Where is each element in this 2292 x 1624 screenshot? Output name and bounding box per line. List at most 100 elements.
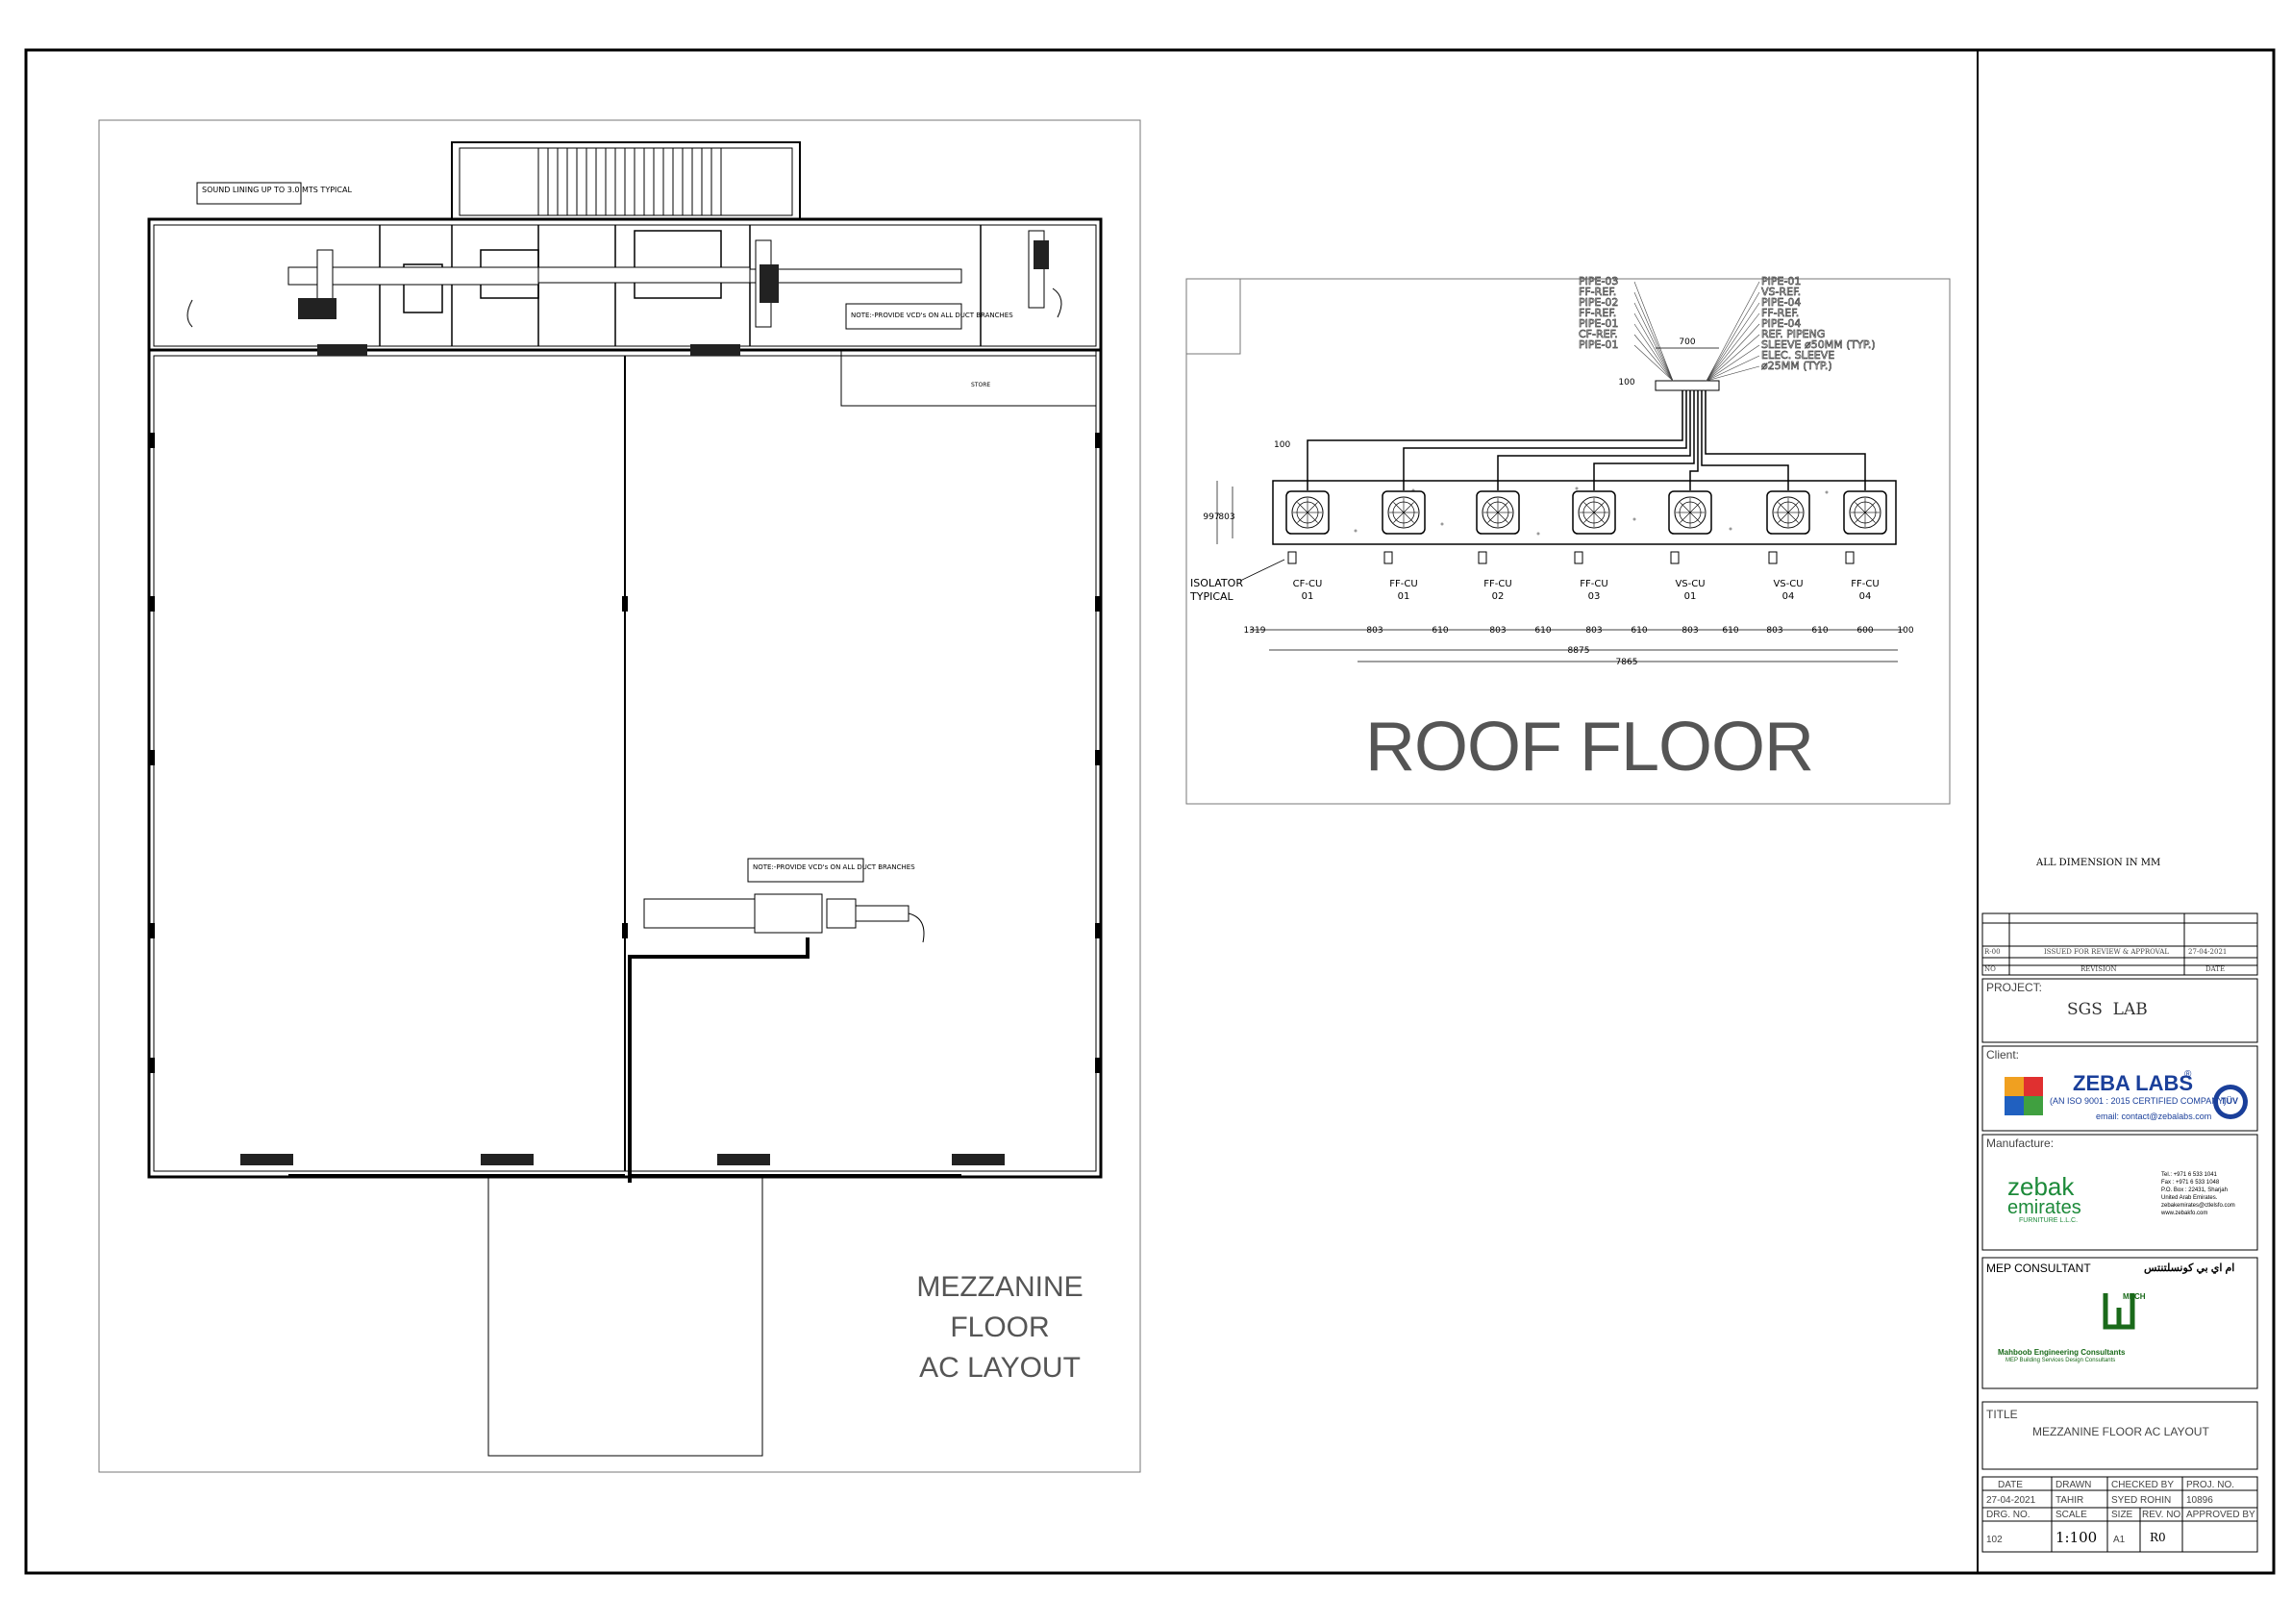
unit-number: 01 [1684, 591, 1697, 602]
dim-value: 610 [1722, 626, 1738, 636]
manu-contact-line: www.zebakfo.com [2161, 1211, 2208, 1216]
dim-depth-inner: 803 [1218, 512, 1234, 522]
room-store: STORE [971, 382, 990, 388]
hdr-proj-no: PROJ. NO. [2186, 1480, 2235, 1490]
fan-blade [1689, 512, 1701, 523]
fan-icon [1482, 496, 1514, 529]
leader-line [1633, 323, 1674, 382]
isolator-icon [1768, 551, 1778, 564]
manu-contact-line: zebakemirates@ctlelsfo.com [2161, 1203, 2235, 1209]
leader-line [1633, 344, 1674, 382]
roof-title: ROOF FLOOR [1365, 709, 1814, 786]
dim-value: 600 [1856, 626, 1873, 636]
fan-blade [1593, 502, 1605, 513]
title-block [1981, 912, 2258, 1553]
rev-desc-hdr: REVISION [2080, 965, 2117, 973]
pipe-label: PIPE-01 [1579, 317, 1618, 330]
fan-blade [1680, 502, 1691, 513]
sheet-border [24, 48, 2276, 1575]
hdr-drawn: DRAWN [2055, 1480, 2092, 1490]
note-sound-lining: SOUND LINING UP TO 3.0 MTS TYPICAL [202, 186, 352, 194]
rev-no-hdr: NO [1984, 965, 1996, 973]
val-drawn: TAHIR [2055, 1495, 2084, 1506]
manufacture-name-2: emirates [2007, 1197, 2081, 1218]
leader-line [1706, 312, 1760, 382]
manu-contact-line: P.O. Box : 22431, Sharjah [2161, 1187, 2228, 1193]
client-reg-mark: ® [2184, 1069, 2192, 1080]
val-rev-no: R0 [2150, 1531, 2166, 1544]
hdr-scale: SCALE [2055, 1510, 2087, 1520]
pipe-label: REF. PIPENG [1761, 328, 1825, 340]
mep-logo-text: MECH [2123, 1292, 2146, 1301]
dim-value: 1319 [1244, 626, 1266, 636]
leader-line [1706, 355, 1760, 382]
val-checked: SYED ROHIN [2111, 1495, 2172, 1506]
project-name: SGS LAB [2067, 1000, 2148, 1019]
leader-line [1633, 312, 1674, 382]
dim-value: 803 [1682, 626, 1698, 636]
val-drg-no: 102 [1986, 1535, 2003, 1545]
fan-blade [1297, 502, 1308, 513]
fan-blade [1403, 502, 1414, 513]
fan-blade [1583, 512, 1595, 523]
rev-desc-1: ISSUED FOR REVIEW & APPROVAL [2044, 948, 2170, 956]
dim-value: 803 [1585, 626, 1602, 636]
unit-number: 04 [1782, 591, 1795, 602]
fan-blade [1787, 512, 1799, 523]
fan-icon [1674, 496, 1707, 529]
unit-number: 02 [1492, 591, 1505, 602]
hdr-rev-no: REV. NO. [2142, 1510, 2183, 1520]
fan-icon [1387, 496, 1420, 529]
manufacture-label: Manufacture: [1986, 1137, 2055, 1150]
isolator-icon [1574, 551, 1583, 564]
pipe-label: FF-REF. [1579, 286, 1616, 298]
pipe-label: FF-REF. [1761, 307, 1799, 319]
dim-left-offset: 100 [1274, 440, 1290, 450]
leader-line [1239, 559, 1285, 582]
client-iso: (AN ISO 9001 : 2015 CERTIFIED COMPANY) [2050, 1096, 2227, 1106]
title-label: TITLE [1986, 1408, 2018, 1421]
fan-blade [1689, 502, 1701, 513]
pipe-label: PIPE-04 [1761, 317, 1801, 330]
fan-blade [1864, 512, 1876, 523]
rev-date-1: 27-04-2021 [2188, 948, 2228, 956]
unit-tag: FF-CU [1851, 579, 1879, 589]
dim-depth-outer: 997 [1203, 512, 1219, 522]
unit-tag: CF-CU [1293, 579, 1323, 589]
client-label: Client: [1986, 1048, 2020, 1062]
isolator-label: TYPICAL [1189, 590, 1234, 603]
dim-total: 8875 [1568, 646, 1590, 656]
title-value: MEZZANINE FLOOR AC LAYOUT [2032, 1425, 2209, 1438]
leader-line [1706, 334, 1760, 382]
hdr-date: DATE [1998, 1480, 2023, 1490]
fan-blade [1778, 502, 1789, 513]
manufacture-sub: FURNITURE L.L.C. [2019, 1217, 2079, 1224]
leader-line [1706, 291, 1760, 382]
fan-blade [1403, 512, 1414, 523]
mep-arabic: ام اي بي كونسلتنتس [2144, 1262, 2235, 1274]
dim-sleeve-width: 700 [1679, 337, 1695, 347]
pipe-label: ELEC. SLEEVE [1761, 349, 1834, 362]
pipe-label: PIPE-01 [1579, 338, 1618, 351]
unit-tag: VS-CU [1773, 579, 1803, 589]
hdr-approved: APPROVED BY [2186, 1510, 2255, 1520]
roof-plan: CF-CU01FF-CU01FF-CU02FF-CU03VS-CU01VS-CU… [1185, 275, 1951, 805]
isolator-icon [1287, 551, 1297, 564]
rev-date-hdr: DATE [2205, 965, 2226, 973]
val-size: A1 [2113, 1535, 2126, 1545]
mep-label: MEP CONSULTANT [1986, 1262, 2091, 1275]
dim-sleeve-height: 100 [1618, 378, 1634, 387]
leader-line [1633, 291, 1674, 382]
dim-value: 100 [1897, 626, 1913, 636]
manu-contact-line: Fax : +971 6 533 1048 [2161, 1180, 2220, 1186]
dim-value: 610 [1432, 626, 1448, 636]
fan-blade [1855, 502, 1866, 513]
hdr-checked: CHECKED BY [2111, 1480, 2175, 1490]
leader-line [1633, 302, 1674, 382]
unit-number: 01 [1302, 591, 1314, 602]
zeba-logo-icon [2005, 1077, 2248, 1119]
fan-icon [1578, 496, 1610, 529]
rev-no-1: R-00 [1984, 948, 2001, 956]
manufacture-name-1: zebak [2007, 1172, 2075, 1201]
